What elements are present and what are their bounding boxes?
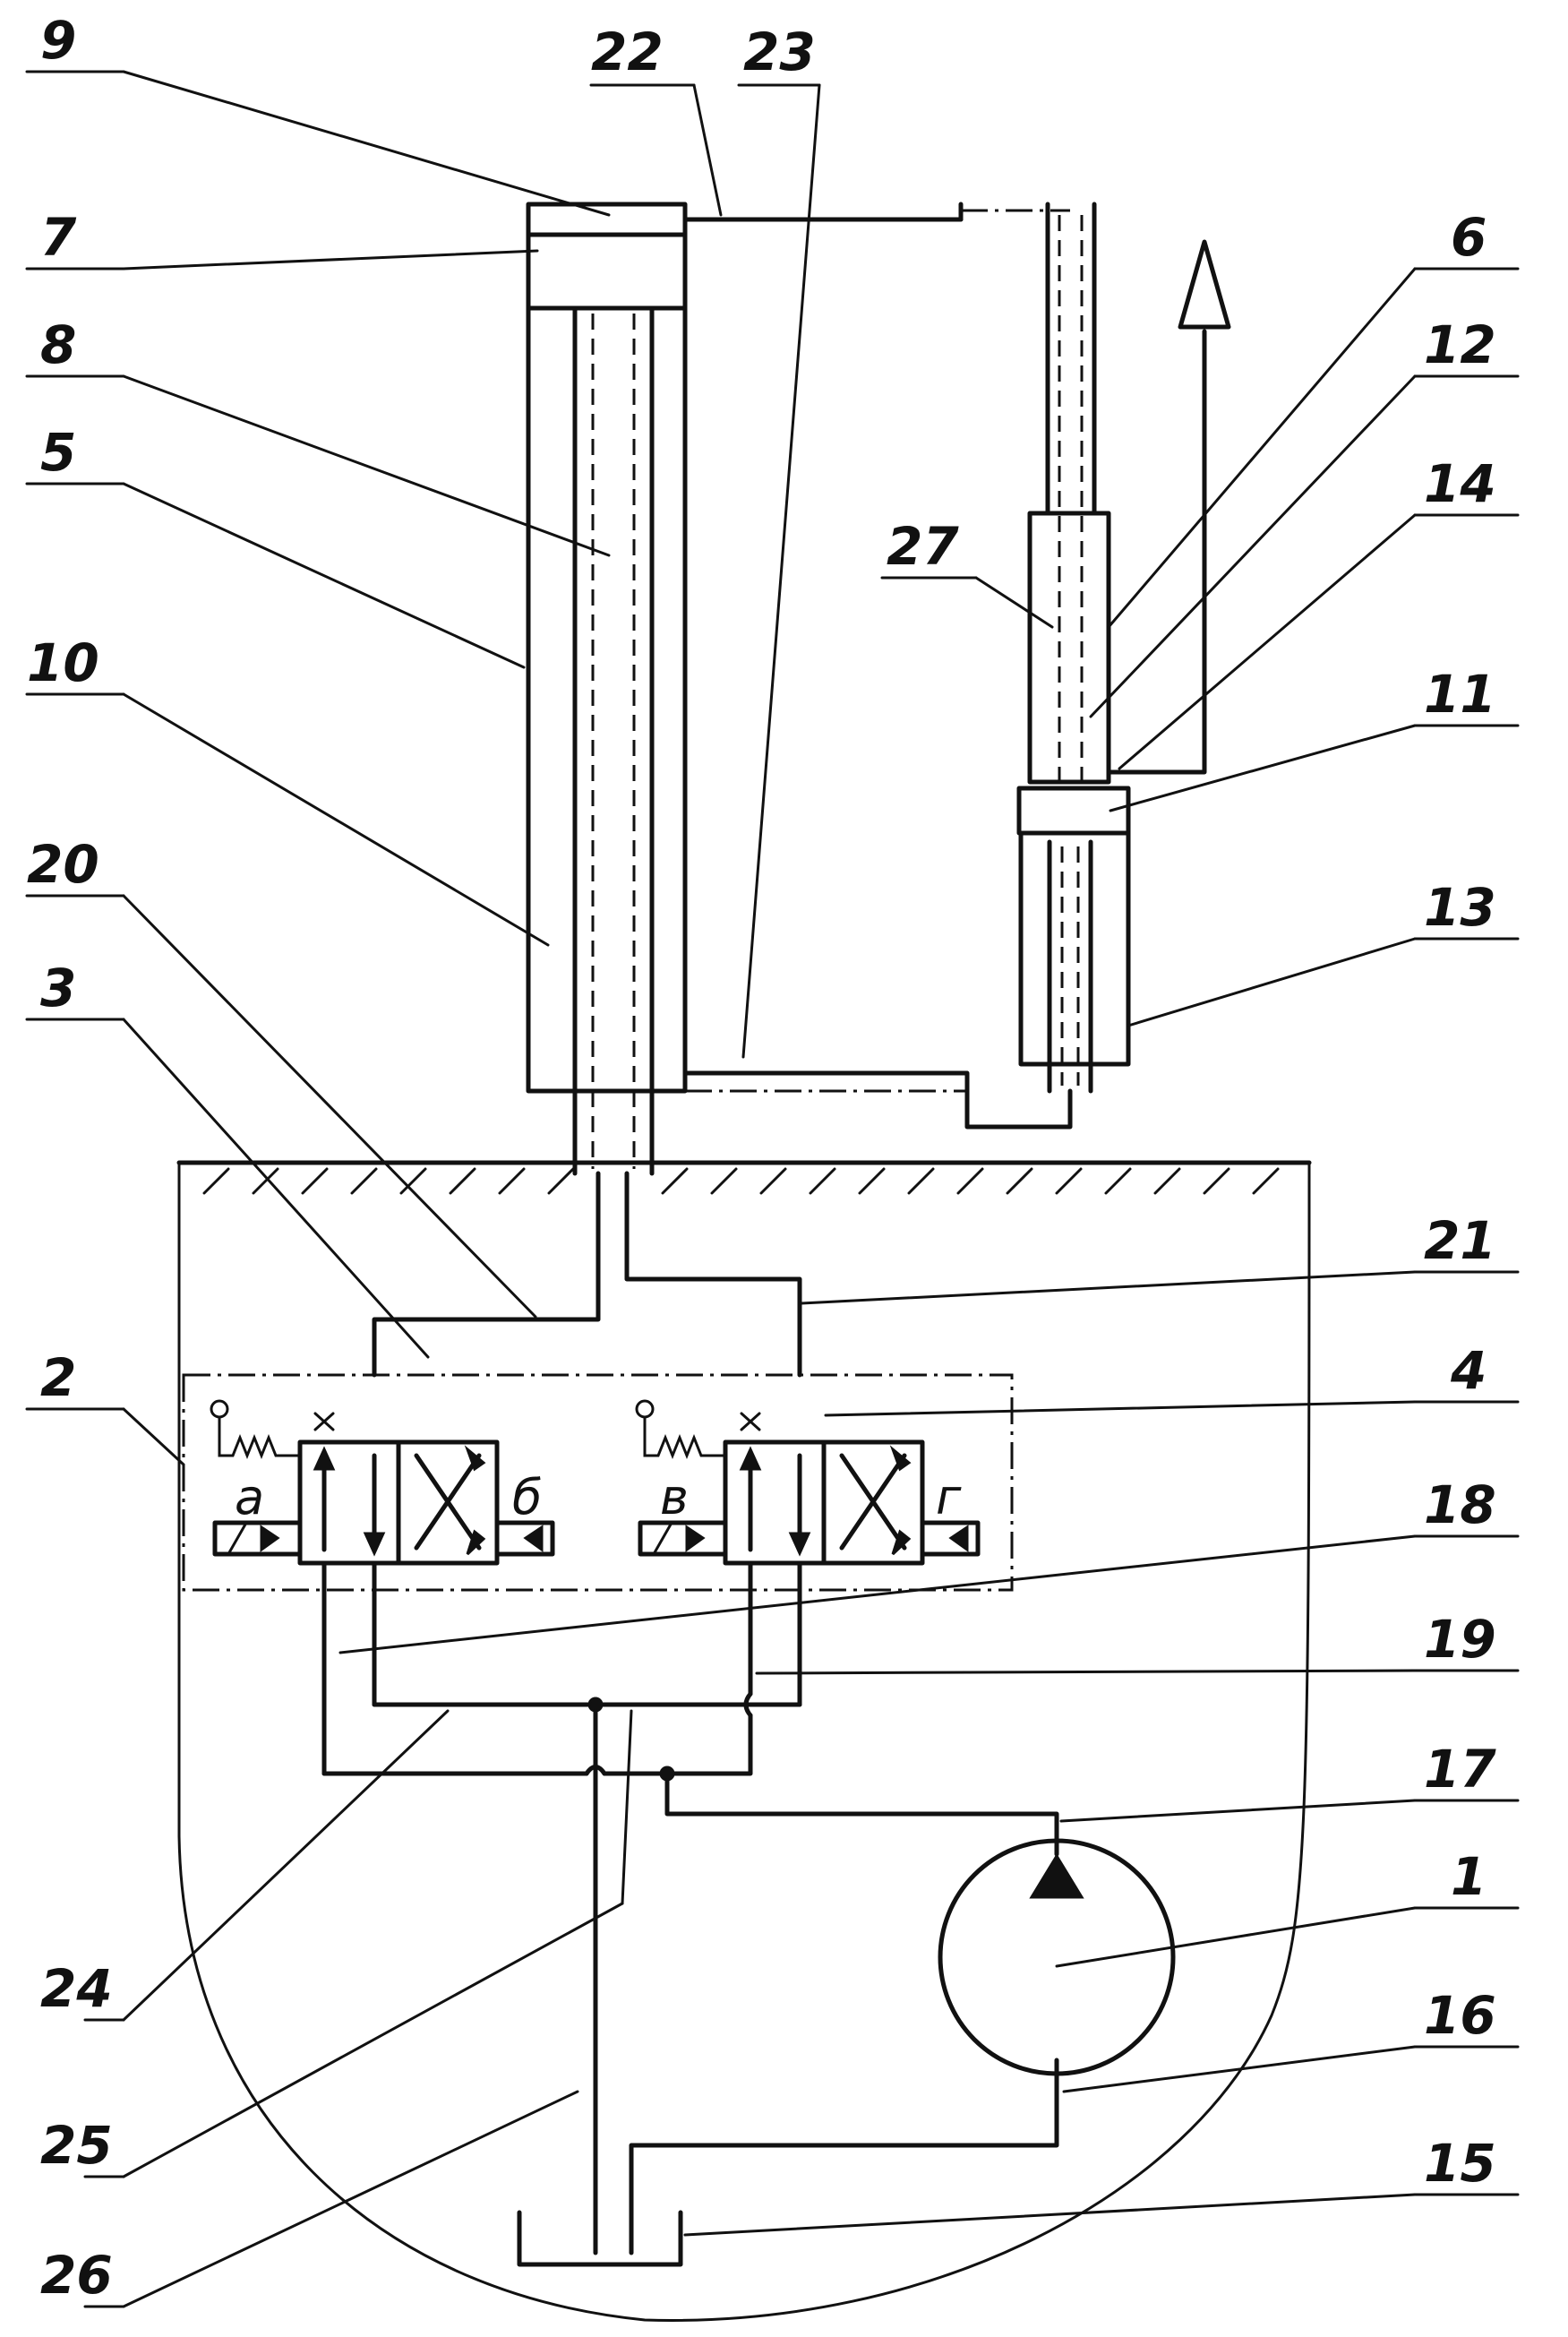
label-7: 7 (40, 207, 77, 268)
label-2: 2 (40, 1347, 76, 1408)
label-8: 8 (40, 314, 76, 375)
label-6: 6 (1451, 207, 1487, 268)
label-23: 23 (743, 21, 816, 82)
label-17: 17 (1424, 1739, 1496, 1800)
label-16: 16 (1424, 1985, 1496, 2046)
label-3: 3 (40, 958, 76, 1018)
main-cylinder (528, 204, 685, 1173)
label-25: 25 (40, 2115, 113, 2176)
label-15: 15 (1424, 2133, 1496, 2194)
leader-lines (27, 72, 1518, 2307)
ground-hatching (179, 1163, 1309, 1193)
label-1: 1 (1451, 1846, 1487, 1907)
label-18: 18 (1424, 1474, 1496, 1535)
label-19: 19 (1424, 1609, 1496, 1670)
label-11: 11 (1424, 664, 1496, 725)
position-v: в (660, 1469, 689, 1525)
label-10: 10 (27, 632, 99, 693)
label-13: 13 (1424, 877, 1496, 938)
position-a: а (235, 1469, 264, 1525)
label-26: 26 (40, 2245, 113, 2306)
label-9: 9 (40, 10, 76, 71)
label-14: 14 (1424, 453, 1496, 514)
label-27: 27 (887, 516, 959, 577)
position-g: г (936, 1469, 962, 1525)
pump (940, 1841, 1173, 2074)
label-21: 21 (1424, 1210, 1496, 1271)
label-12: 12 (1424, 314, 1496, 375)
mechanical-links (685, 204, 1070, 1127)
telescopic-cylinder (1019, 204, 1229, 1091)
label-24: 24 (40, 1958, 113, 2019)
label-22: 22 (591, 21, 664, 82)
label-5: 5 (40, 422, 76, 483)
label-20: 20 (27, 834, 99, 895)
valve-position-labels: а б в г (235, 1469, 962, 1525)
hydraulic-lines (324, 1173, 1057, 2264)
position-b: б (512, 1469, 542, 1525)
label-4: 4 (1450, 1340, 1487, 1401)
